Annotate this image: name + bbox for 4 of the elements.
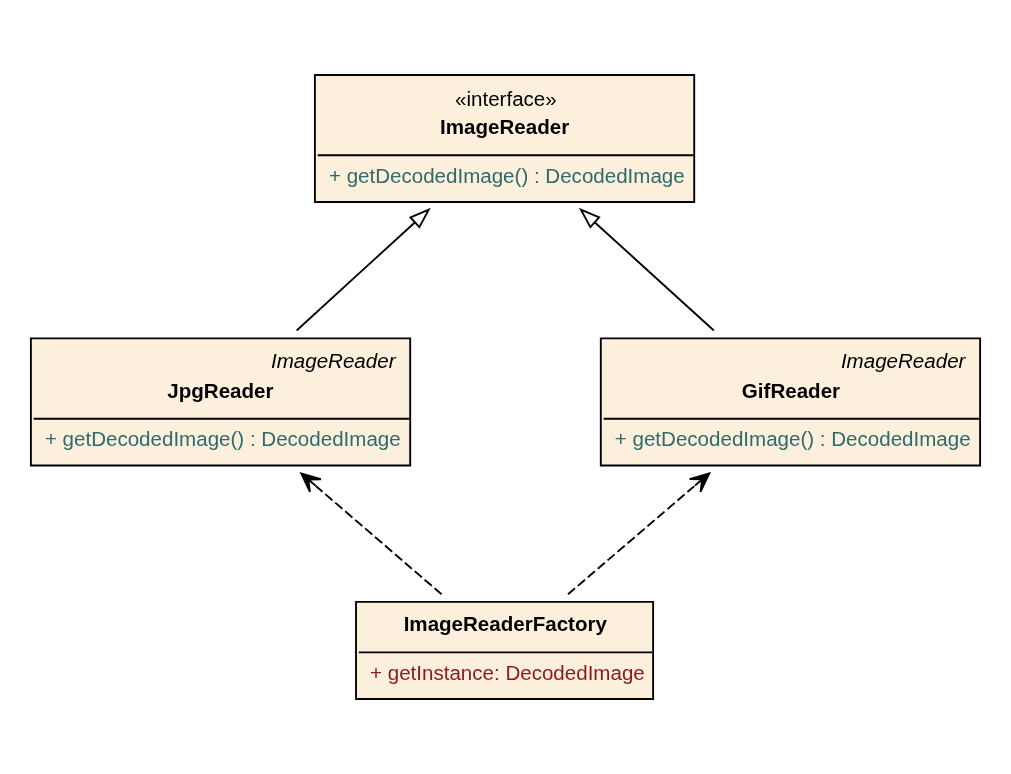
arrow	[300, 472, 443, 596]
arrow	[295, 207, 431, 332]
arrow	[578, 207, 715, 332]
arrow	[567, 472, 711, 596]
